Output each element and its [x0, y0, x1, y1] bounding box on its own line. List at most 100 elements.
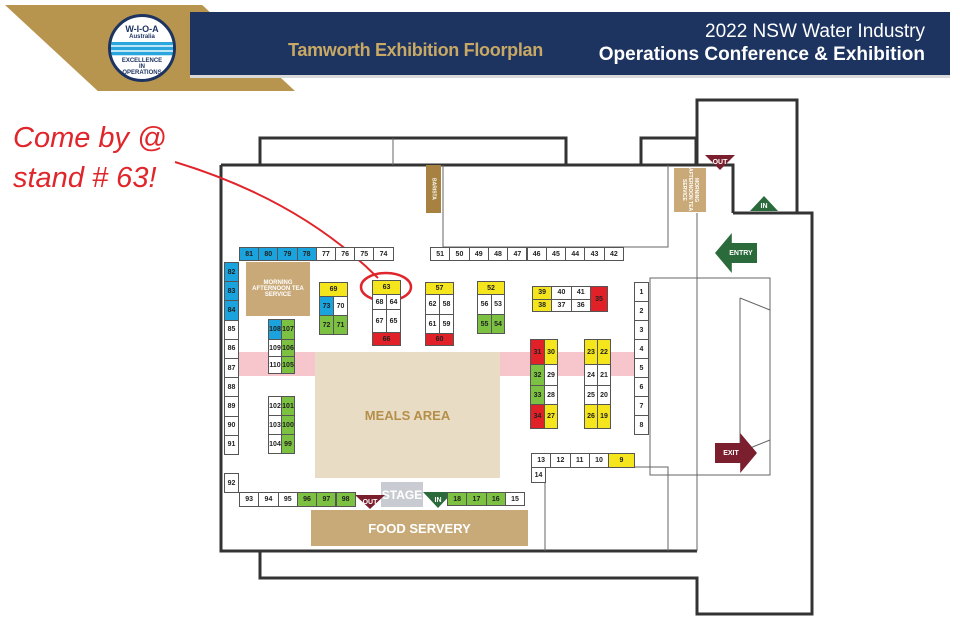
booth-72: 72	[319, 315, 334, 335]
booth-101: 101	[281, 396, 295, 416]
booth-36: 36	[570, 298, 591, 312]
booth-10: 10	[588, 453, 610, 468]
booth-19: 19	[597, 404, 611, 429]
header-navy-band	[190, 12, 950, 78]
booth-50: 50	[449, 247, 470, 261]
booth-105: 105	[281, 356, 295, 374]
booth-106: 106	[281, 339, 295, 357]
booth-42: 42	[603, 247, 624, 261]
booth-98: 98	[335, 492, 356, 507]
booth-25: 25	[584, 385, 598, 405]
booth-5: 5	[634, 358, 649, 378]
booth-22: 22	[597, 339, 611, 365]
conference-title: 2022 NSW Water Industry Operations Confe…	[599, 20, 925, 66]
booth-27: 27	[544, 404, 558, 429]
logo-wave	[111, 42, 173, 56]
booth-89: 89	[224, 396, 239, 417]
booth-6: 6	[634, 377, 649, 397]
booth-56: 56	[477, 294, 492, 315]
booth-80: 80	[258, 247, 279, 261]
booth-33: 33	[530, 385, 545, 405]
logo-motto: EXCELLENCE	[121, 58, 163, 64]
booth-48: 48	[487, 247, 509, 261]
booth-68: 68	[372, 294, 387, 310]
booth-94: 94	[258, 492, 279, 507]
booth-3: 3	[634, 320, 649, 340]
conference-line2: Operations Conference & Exhibition	[598, 44, 925, 65]
booth-21: 21	[597, 364, 611, 386]
booth-91: 91	[224, 434, 239, 455]
booth-1: 1	[634, 282, 649, 302]
booth-26: 26	[584, 404, 598, 429]
booth-95: 95	[277, 492, 298, 507]
booth-29: 29	[544, 364, 558, 386]
booth-90: 90	[224, 415, 239, 436]
booth-15: 15	[504, 492, 526, 506]
booth-14: 14	[531, 467, 546, 483]
booth-7: 7	[634, 396, 649, 416]
booth-28: 28	[544, 385, 558, 405]
booth-93: 93	[239, 492, 260, 507]
booth-97: 97	[316, 492, 337, 507]
booth-65: 65	[386, 309, 401, 333]
booth-18: 18	[447, 492, 468, 506]
booth-85: 85	[224, 319, 239, 340]
booth-59: 59	[439, 314, 454, 334]
booth-13: 13	[531, 453, 552, 468]
booth-9: 9	[608, 453, 635, 468]
booth-37: 37	[551, 298, 572, 312]
booth-54: 54	[491, 314, 505, 334]
booth-24: 24	[584, 364, 598, 386]
booth-20: 20	[597, 385, 611, 405]
booth-8: 8	[634, 415, 649, 435]
booth-12: 12	[550, 453, 571, 468]
logo-text: W-I-O-A	[125, 24, 159, 34]
booth-87: 87	[224, 358, 239, 379]
booth-49: 49	[468, 247, 489, 261]
booth-99: 99	[281, 434, 295, 454]
annotation-line2: stand # 63!	[13, 162, 157, 194]
booth-107: 107	[281, 319, 295, 340]
meals-area: MEALS AREA	[315, 352, 500, 478]
booth-60: 60	[425, 333, 454, 346]
booth-30: 30	[544, 339, 558, 365]
tea-service-right: MORNING AFTERNOON TEA SERVICE	[674, 168, 706, 212]
booth-41: 41	[570, 286, 591, 300]
booth-16: 16	[485, 492, 506, 506]
logo-motto: OPERATIONS	[122, 70, 162, 76]
conference-line1: 2022 NSW Water Industry	[705, 21, 925, 42]
logo-motto: IN	[139, 64, 145, 70]
booth-23: 23	[584, 339, 598, 365]
booth-104: 104	[268, 434, 282, 454]
booth-81: 81	[239, 247, 260, 261]
booth-102: 102	[268, 396, 282, 416]
booth-11: 11	[569, 453, 590, 468]
booth-66: 66	[372, 332, 401, 346]
page-title: Tamworth Exhibition Floorplan	[288, 40, 543, 60]
booth-45: 45	[545, 247, 567, 261]
booth-58: 58	[439, 294, 454, 315]
booth-82: 82	[224, 262, 239, 283]
walkway	[500, 352, 640, 376]
booth-86: 86	[224, 338, 239, 359]
booth-83: 83	[224, 281, 239, 302]
booth-17: 17	[466, 492, 487, 506]
booth-108: 108	[268, 319, 282, 340]
booth-88: 88	[224, 377, 239, 398]
booth-96: 96	[296, 492, 318, 507]
booth-109: 109	[268, 339, 282, 357]
booth-74: 74	[373, 247, 394, 261]
booth-103: 103	[268, 415, 282, 435]
food-servery: FOOD SERVERY	[311, 510, 528, 546]
booth-78: 78	[296, 247, 317, 261]
booth-75: 75	[354, 247, 375, 261]
booth-51: 51	[430, 247, 451, 261]
booth-53: 53	[491, 294, 505, 315]
booth-52: 52	[477, 281, 505, 295]
booth-39: 39	[532, 286, 553, 300]
annotation-line1: Come by @	[13, 122, 167, 154]
booth-77: 77	[315, 247, 336, 261]
booth-67: 67	[372, 309, 387, 333]
booth-34: 34	[530, 404, 545, 429]
